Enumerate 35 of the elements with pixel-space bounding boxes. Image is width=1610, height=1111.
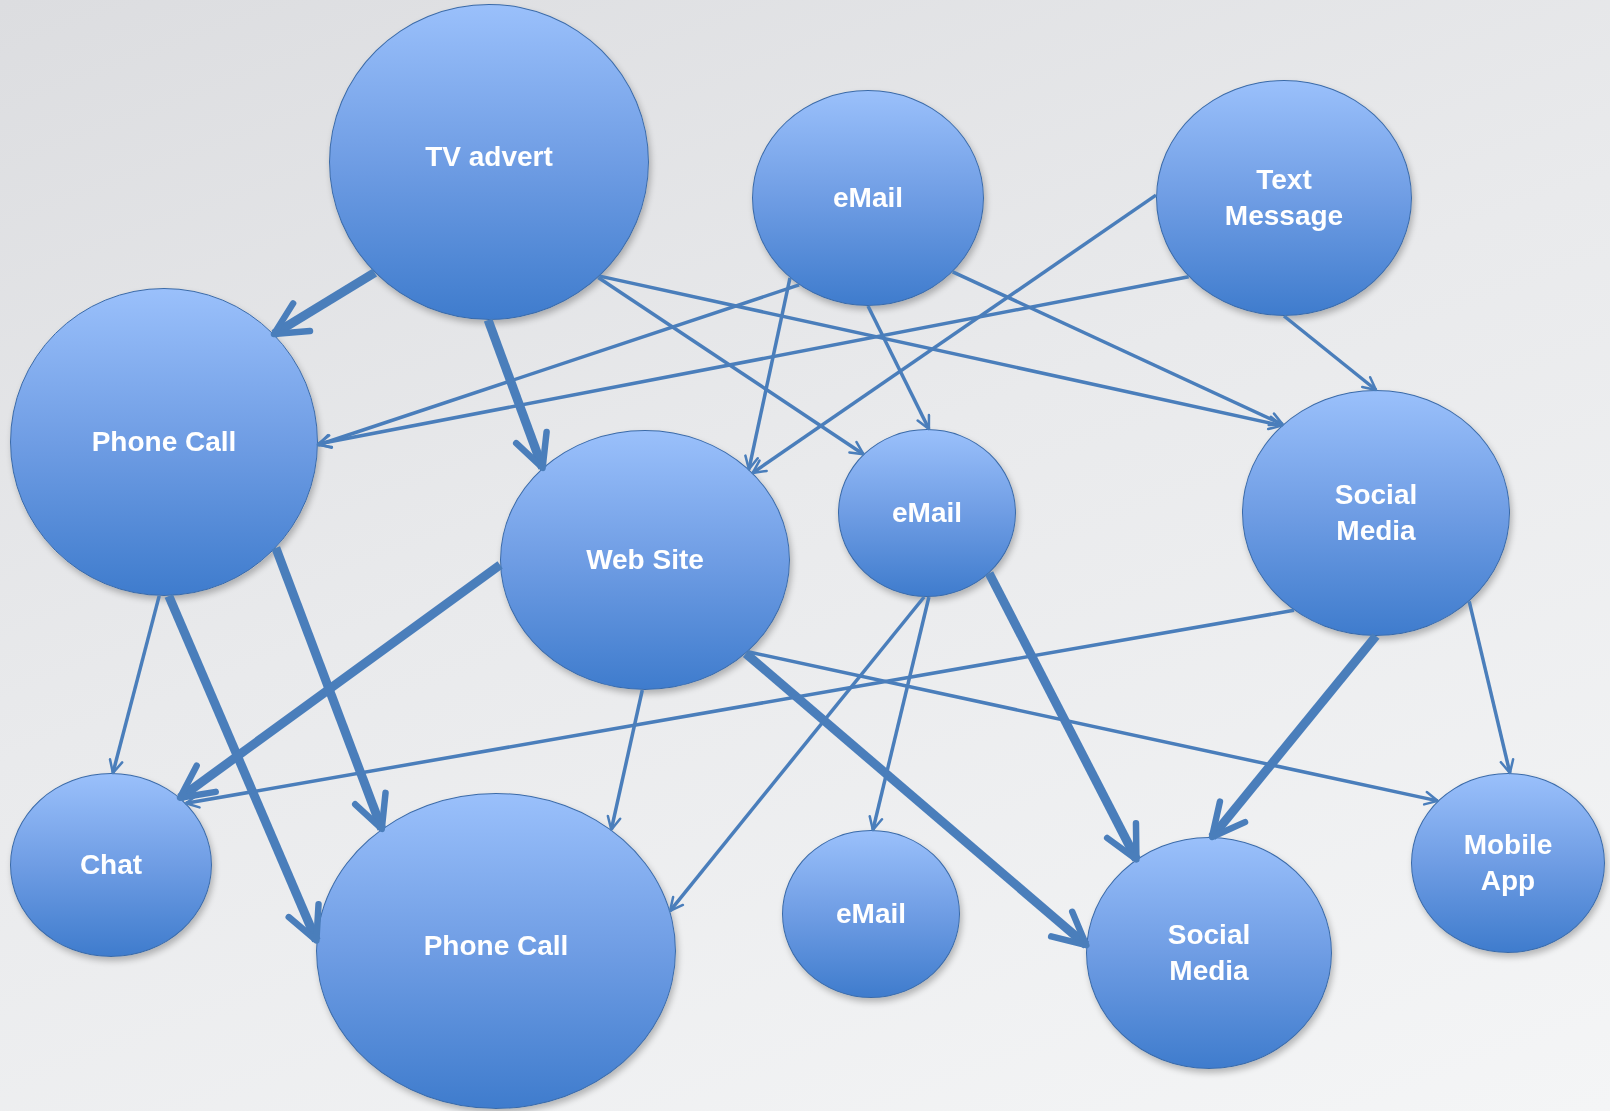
circle-node: Chat [10, 773, 212, 957]
arrow [184, 608, 1295, 809]
arrow [668, 595, 926, 913]
circle-node: eMail [782, 830, 960, 998]
arrow [483, 318, 550, 472]
arrow [316, 275, 1190, 450]
arrow [744, 277, 792, 471]
arrow [951, 270, 1285, 427]
arrow [597, 276, 865, 456]
circle-node: Phone Call [316, 793, 676, 1109]
arrow [1467, 601, 1515, 775]
circle-node: Mobile App [1411, 773, 1605, 953]
arrow [176, 561, 503, 802]
arrow [270, 268, 378, 338]
arrow [751, 193, 1157, 475]
arrow [271, 546, 389, 833]
arrow [985, 571, 1141, 863]
arrow [1282, 314, 1378, 392]
circle-node: Social Media [1086, 837, 1332, 1069]
circle-node: Text Message [1156, 80, 1412, 316]
circle-node: Phone Call [10, 288, 318, 596]
arrow [868, 596, 931, 832]
arrow [1208, 633, 1380, 841]
arrow [606, 689, 644, 831]
arrow [108, 595, 161, 775]
circle-node: Web Site [500, 430, 790, 690]
circle-node: eMail [752, 90, 984, 306]
arrow [316, 283, 800, 449]
arrow [164, 594, 322, 944]
circle-node: eMail [838, 429, 1016, 597]
arrow [742, 650, 1090, 949]
circle-node: Social Media [1242, 390, 1510, 636]
arrow [866, 305, 931, 431]
arrow [599, 274, 1284, 431]
circle-node: TV advert [329, 4, 649, 320]
